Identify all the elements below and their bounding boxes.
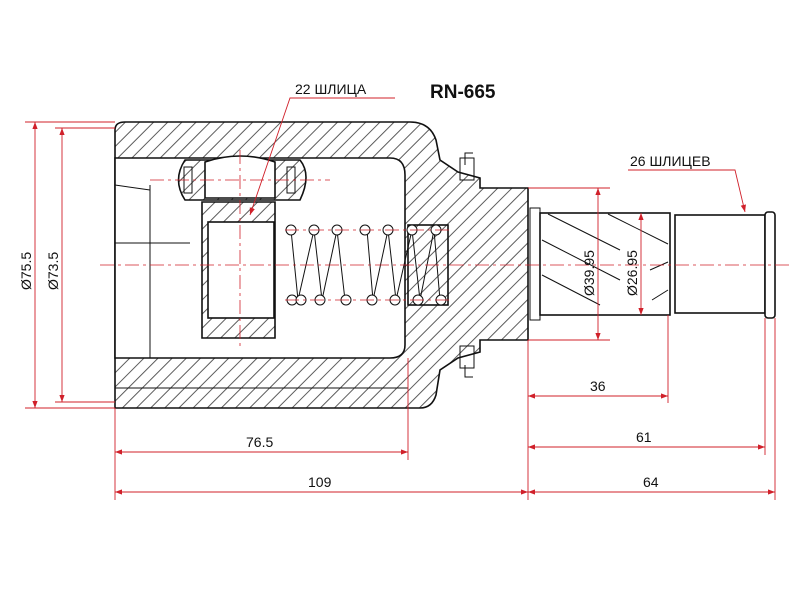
spring	[285, 224, 449, 306]
centerlines	[100, 150, 790, 350]
dim-shaft-diameter: Ø26.95	[624, 250, 640, 296]
extension-lines	[25, 121, 776, 500]
dim-spline-diameter: Ø39.95	[581, 250, 597, 296]
inner-splines-callout: 22 ШЛИЦА	[295, 81, 367, 97]
tripod-roller	[177, 155, 307, 339]
dim-shaft-length: 64	[643, 474, 659, 490]
dim-spline-length: 36	[590, 378, 606, 394]
dim-boot-diameter: Ø73.5	[45, 252, 61, 290]
outer-splines-callout: 26 ШЛИЦЕВ	[630, 153, 711, 169]
dimension-lines	[32, 97, 775, 495]
part-number-title: RN-665	[430, 82, 496, 103]
dim-shaft-length-inner: 61	[636, 429, 652, 445]
dim-outer-diameter: Ø75.5	[18, 252, 34, 290]
dim-cavity-depth: 76.5	[246, 434, 273, 450]
dim-housing-length: 109	[308, 474, 332, 490]
splined-shaft	[529, 207, 776, 321]
